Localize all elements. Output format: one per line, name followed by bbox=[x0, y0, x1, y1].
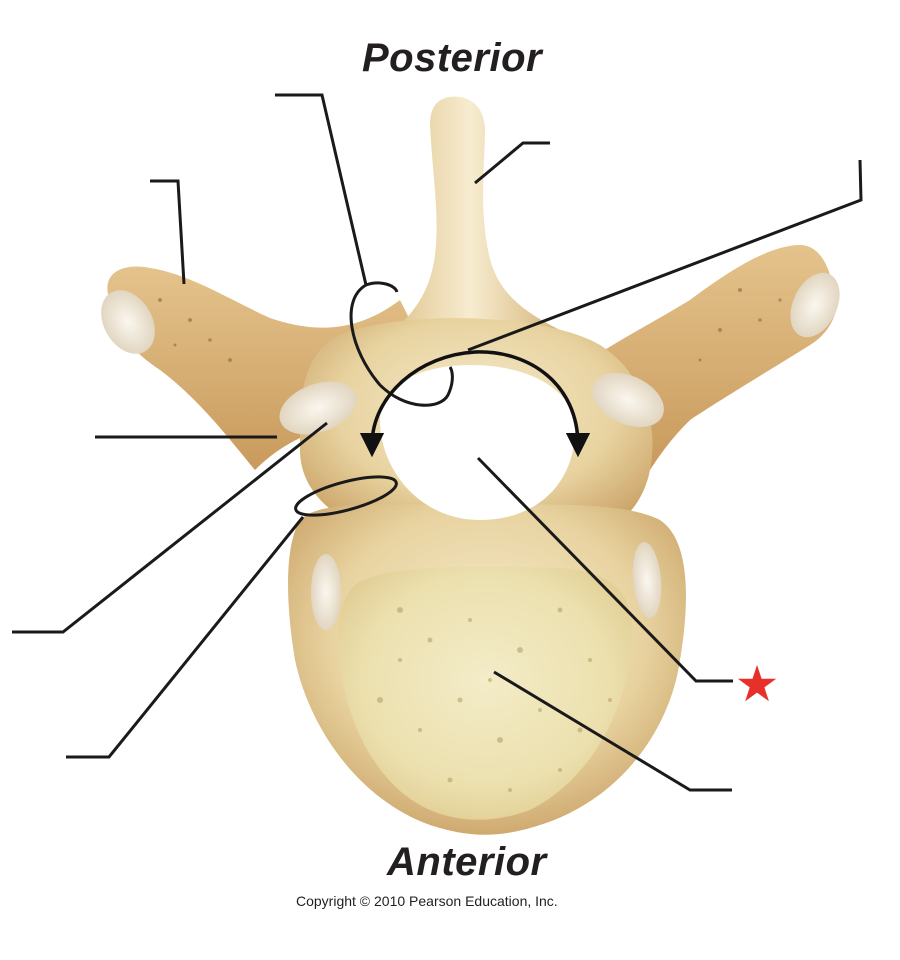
copyright-notice: Copyright © 2010 Pearson Education, Inc. bbox=[296, 893, 558, 909]
vertebral-body-spongy bbox=[338, 566, 633, 820]
right-transverse-facet bbox=[790, 272, 840, 338]
star-icon: ★ bbox=[734, 655, 780, 713]
lamina-loop bbox=[349, 283, 454, 407]
leader-spinous-process bbox=[474, 141, 550, 185]
leader-vertebral-arch bbox=[467, 159, 863, 352]
leader-lamina bbox=[275, 93, 368, 286]
leader-transverse-process-left bbox=[150, 179, 186, 285]
bone-pores bbox=[158, 288, 782, 362]
pedicle-loop bbox=[294, 475, 398, 517]
left-superior-articular-facet bbox=[279, 381, 357, 435]
vertebral-arch-arrow bbox=[359, 350, 591, 458]
right-superior-articular-facet bbox=[592, 372, 664, 428]
spinous-process bbox=[380, 96, 560, 340]
spongy-texture bbox=[377, 607, 612, 792]
leader-vertebral-body bbox=[493, 670, 732, 792]
anterior-label: Anterior bbox=[387, 840, 547, 884]
leader-vertebral-foramen bbox=[476, 456, 733, 683]
leader-lines bbox=[12, 93, 863, 792]
left-costal-facet bbox=[311, 554, 341, 630]
left-transverse-facet bbox=[101, 290, 155, 354]
lamina-loop-upper bbox=[365, 281, 399, 293]
right-costal-facet bbox=[632, 542, 662, 618]
leader-pedicle bbox=[12, 421, 328, 634]
leader-pedicle-loop bbox=[66, 516, 305, 759]
posterior-label: Posterior bbox=[362, 36, 543, 80]
